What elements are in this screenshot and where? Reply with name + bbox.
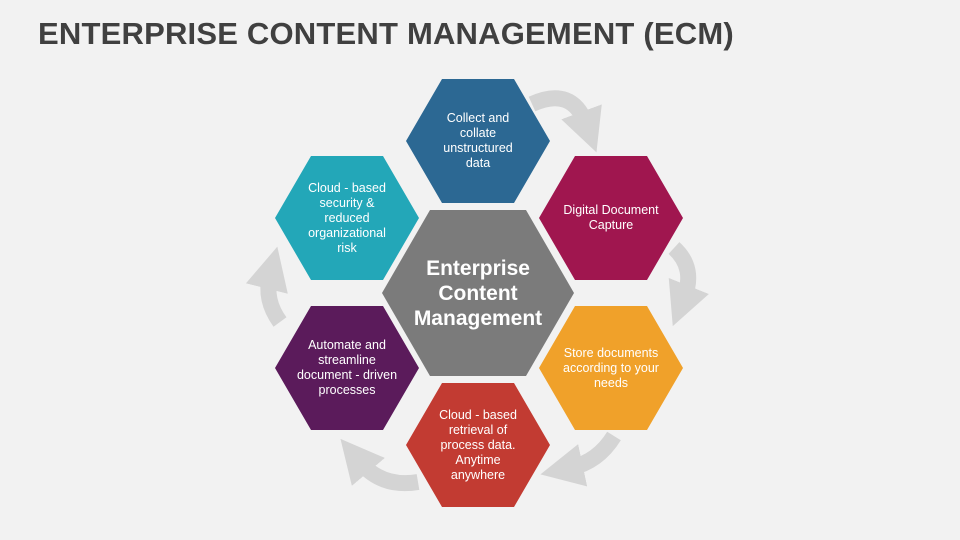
step-label-retrieval: Cloud - based retrieval of process data.… bbox=[439, 407, 517, 482]
step-label-security: Cloud - based security & reduced organiz… bbox=[308, 180, 386, 255]
cycle-arrow-3 bbox=[540, 431, 621, 487]
step-label-automate: Automate and streamline document - drive… bbox=[296, 338, 398, 397]
slide-title: ENTERPRISE CONTENT MANAGEMENT (ECM) bbox=[38, 16, 734, 51]
step-label-collect: Collect and collate unstructured data bbox=[443, 111, 513, 170]
cycle-arrow-5 bbox=[245, 246, 288, 327]
cycle-arrow-4 bbox=[340, 438, 420, 492]
center-label: Enterprise Content Management bbox=[413, 256, 543, 330]
step-label-capture: Digital Document Capture bbox=[563, 203, 659, 232]
cycle-arrow-1 bbox=[528, 90, 602, 153]
step-label-store: Store documents according to your needs bbox=[563, 345, 659, 390]
cycle-arrow-2 bbox=[668, 242, 709, 327]
